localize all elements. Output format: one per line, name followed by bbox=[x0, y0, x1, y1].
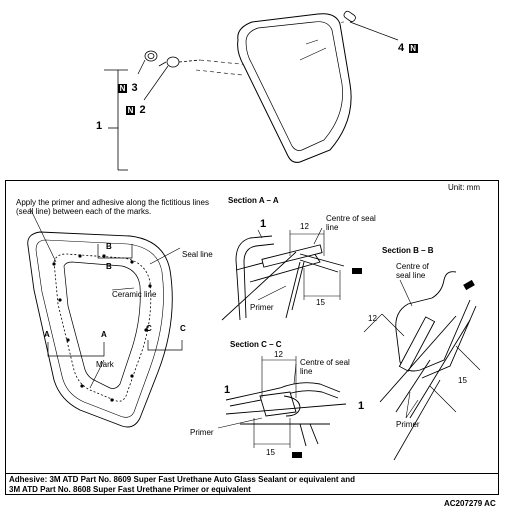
adhesive-note: Adhesive: 3M ATD Part No. 8609 Super Fas… bbox=[5, 473, 499, 495]
part-4-number: 4 bbox=[398, 42, 405, 54]
adhesive-note-line-2: 3M ATD Part No. 8608 Super Fast Urethane… bbox=[9, 485, 251, 494]
section-b-primer: Primer bbox=[396, 420, 420, 429]
section-b-dims bbox=[363, 279, 481, 419]
new-part-badge: N bbox=[408, 44, 418, 53]
section-c-primer: Primer bbox=[190, 428, 214, 437]
section-a-callout: 1 bbox=[260, 218, 267, 230]
cut-label-b-right: B bbox=[106, 262, 112, 271]
section-a-title: Section A – A bbox=[228, 196, 279, 205]
cut-label-c-right: C bbox=[180, 324, 186, 333]
clip-3-part bbox=[144, 50, 158, 62]
section-a-drawing bbox=[221, 235, 345, 321]
section-c-nozzle bbox=[292, 452, 302, 458]
part-3-label: N 3 bbox=[118, 78, 138, 96]
window-outline-view bbox=[27, 231, 173, 428]
section-a-dims bbox=[257, 227, 341, 301]
section-b-dim-12: 12 bbox=[368, 314, 377, 323]
unit-label: Unit: mm bbox=[448, 183, 480, 192]
section-b-centre-label: Centre of seal line bbox=[396, 262, 429, 280]
cut-label-c-left: C bbox=[146, 324, 152, 333]
instruction-text: Apply the primer and adhesive along the … bbox=[16, 198, 209, 216]
cut-label-a-left: A bbox=[44, 330, 50, 339]
section-b-dim-15: 15 bbox=[458, 376, 467, 385]
section-a-primer: Primer bbox=[250, 303, 274, 312]
new-part-badge: N bbox=[126, 106, 135, 115]
projection-lines bbox=[195, 21, 345, 76]
new-part-badge: N bbox=[118, 84, 127, 93]
section-a-dim-15: 15 bbox=[316, 298, 325, 307]
section-c-dim-15: 15 bbox=[266, 448, 275, 457]
mark-label: Mark bbox=[96, 360, 114, 369]
section-b-callout: 1 bbox=[358, 400, 365, 412]
cut-label-b-left: B bbox=[106, 242, 112, 251]
figure-id: AC207279 AC bbox=[444, 499, 496, 508]
section-b-nozzle bbox=[463, 279, 475, 291]
section-a-dim-12: 12 bbox=[300, 222, 309, 231]
ceramic-line-label: Ceramic line bbox=[112, 290, 157, 299]
part-4-label: 4 N bbox=[398, 38, 418, 56]
section-cut-lines bbox=[47, 244, 183, 357]
section-a-nozzle bbox=[352, 268, 362, 274]
leader-lines bbox=[137, 21, 399, 101]
part-3-number: 3 bbox=[131, 82, 138, 94]
section-c-centre-label: Centre of seal line bbox=[300, 358, 350, 376]
section-c-dims bbox=[217, 356, 297, 448]
section-c-callout: 1 bbox=[224, 384, 231, 396]
clip-4-part bbox=[343, 10, 356, 22]
section-c-dim-12: 12 bbox=[274, 350, 283, 359]
section-b-title: Section B – B bbox=[382, 246, 434, 255]
fastener-2-part bbox=[158, 56, 201, 68]
quarter-window-glass bbox=[237, 13, 352, 163]
window-leaders bbox=[29, 207, 181, 389]
callout-1: 1 bbox=[96, 120, 103, 132]
exploded-view-drawing bbox=[104, 10, 399, 171]
section-c-drawing bbox=[225, 382, 347, 447]
seal-line-label: Seal line bbox=[182, 250, 213, 259]
part-2-label: N 2 bbox=[126, 100, 146, 118]
section-c-title: Section C – C bbox=[230, 340, 282, 349]
seal-marks bbox=[52, 254, 152, 402]
section-b-drawing bbox=[379, 271, 477, 461]
part-2-number: 2 bbox=[139, 104, 146, 116]
section-a-centre-label: Centre of seal line bbox=[326, 214, 376, 232]
adhesive-note-line-1: Adhesive: 3M ATD Part No. 8609 Super Fas… bbox=[9, 475, 356, 484]
cut-label-a-right: A bbox=[101, 330, 107, 339]
